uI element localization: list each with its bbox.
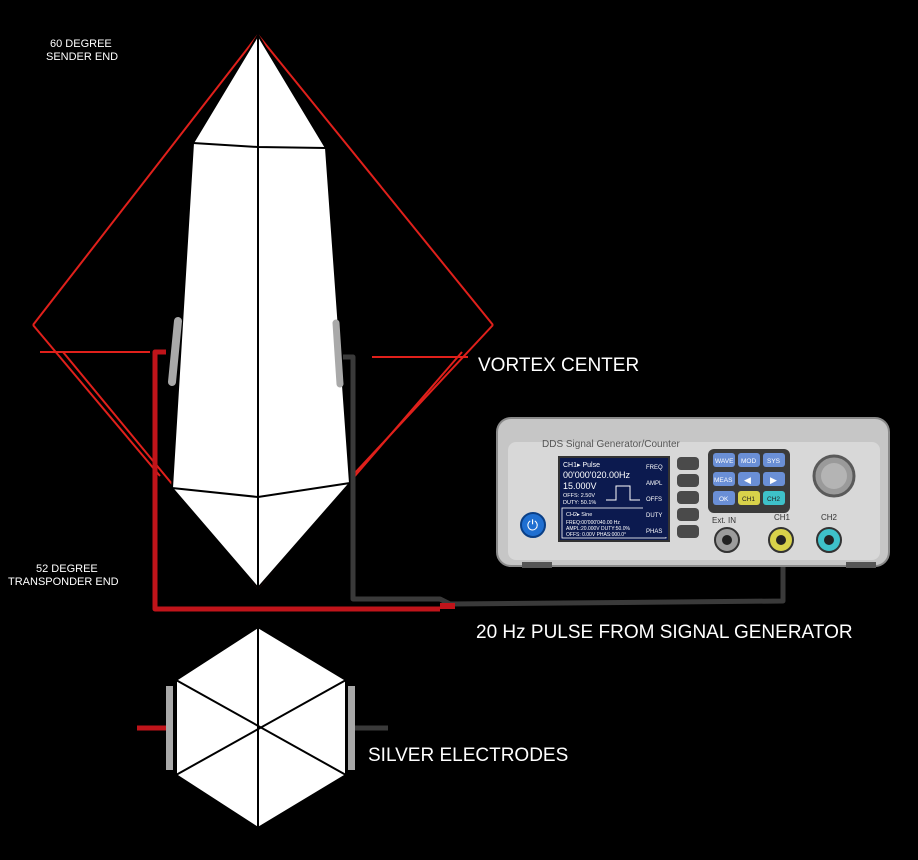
lcd-ch2-offs: OFFS: 0.00V PHAS:000.0°	[566, 532, 626, 538]
sender-label-line2: SENDER END	[46, 51, 118, 63]
hex-left-electrode	[166, 686, 173, 770]
right-extension-line	[351, 324, 494, 477]
port-ch1-label: CH1	[774, 513, 791, 522]
transponder-label-line1: 52 DEGREE	[36, 563, 98, 575]
key-wave-label: WAVE	[715, 458, 734, 465]
device-foot-right	[846, 562, 876, 568]
lcd-ch2-header: CH2▸ Sine	[566, 512, 592, 518]
negative-wire	[343, 354, 786, 607]
quartz-crystal	[171, 34, 351, 589]
lcd-offs: OFFS: 2.50V	[563, 493, 595, 499]
key-ch1[interactable]	[738, 491, 760, 505]
pulse-label: 20 Hz PULSE FROM SIGNAL GENERATOR	[476, 622, 853, 643]
port-ext-in-core	[722, 535, 732, 545]
port-ch1-core	[776, 535, 786, 545]
crystal-body	[171, 34, 351, 589]
hex-right-electrode	[348, 686, 355, 770]
softkey-duty[interactable]	[677, 508, 699, 521]
sender-apex-left-line	[32, 34, 259, 326]
tuning-knob-cap	[821, 463, 847, 489]
side-label-offs: OFFS	[646, 497, 662, 503]
lcd-ch2-ampl: AMPL:20.000V DUTY:50.0%	[566, 526, 630, 532]
softkey-freq[interactable]	[677, 457, 699, 470]
power-button[interactable]	[520, 512, 546, 538]
lcd-ch1-header: CH1▸ Pulse	[563, 462, 600, 469]
lcd-ampl: 15.000V	[563, 481, 597, 491]
left-extension-line	[32, 324, 161, 477]
port-ext-label: Ext. IN	[712, 516, 736, 525]
vortex-center-label: VORTEX CENTER	[478, 355, 639, 376]
lcd-pulse-waveform	[606, 485, 640, 501]
lcd-duty: DUTY: 50.1%	[563, 500, 596, 506]
port-ch2-label: CH2	[821, 513, 838, 522]
key-sys[interactable]	[763, 453, 785, 467]
angle-construction-lines	[32, 34, 494, 589]
key-right[interactable]	[763, 472, 785, 486]
crystal-upper-facet	[192, 142, 327, 149]
electrodes-label: SILVER ELECTRODES	[368, 745, 568, 766]
hex-diagonal-b	[175, 679, 347, 776]
crystal-lower-facet	[171, 482, 351, 498]
side-label-ampl: AMPL	[646, 481, 663, 487]
softkey-ampl[interactable]	[677, 474, 699, 487]
key-left[interactable]	[738, 472, 760, 486]
key-left-arrow-icon: ◀	[744, 475, 751, 485]
key-ok-label: OK	[719, 496, 729, 503]
side-label-duty: DUTY	[646, 513, 662, 519]
lcd-ch2-freq: FREQ:00'000'040.00 Hz	[566, 520, 620, 526]
transponder-label-line2: TRANSPONDER END	[8, 576, 119, 588]
signal-generator: DDS Signal Generator/Counter ⏻ CH1▸ Puls…	[496, 417, 890, 568]
side-label-phas: PHAS	[646, 529, 662, 535]
device-title: DDS Signal Generator/Counter	[542, 439, 681, 450]
key-ch2[interactable]	[763, 491, 785, 505]
key-ok[interactable]	[713, 491, 735, 505]
device-foot-left	[522, 562, 552, 568]
key-sys-label: SYS	[767, 458, 781, 465]
key-meas[interactable]	[713, 472, 735, 486]
left-electrode	[168, 317, 182, 386]
key-right-arrow-icon: ▶	[770, 475, 777, 485]
key-mod[interactable]	[738, 453, 760, 467]
key-ch1-label: CH1	[742, 496, 755, 503]
lcd-side-labels: FREQ AMPL OFFS DUTY PHAS	[643, 459, 667, 537]
sender-apex-right-line	[257, 34, 494, 326]
key-mod-label: MOD	[741, 458, 756, 465]
positive-wire	[152, 349, 440, 612]
power-icon: ⏻	[527, 518, 538, 534]
lcd-freq: 00'000'020.00Hz	[563, 470, 630, 480]
port-ch2-core	[824, 535, 834, 545]
key-ch2-label: CH2	[767, 496, 780, 503]
softkey-phas[interactable]	[677, 525, 699, 538]
sender-label-line1: 60 DEGREE	[50, 38, 112, 50]
softkey-offs[interactable]	[677, 491, 699, 504]
crystal-cross-section	[175, 625, 347, 830]
key-meas-label: MEAS	[714, 477, 733, 484]
key-wave[interactable]	[713, 453, 735, 467]
right-electrode	[332, 319, 344, 388]
side-label-freq: FREQ	[646, 465, 663, 471]
